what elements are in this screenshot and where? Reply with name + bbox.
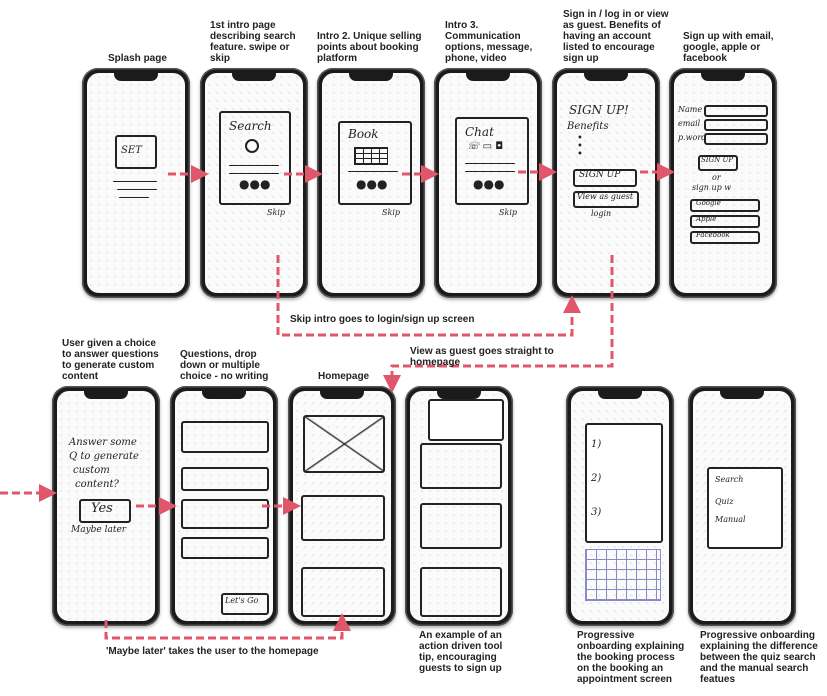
phone-intro1: Search ●●● Skip bbox=[200, 68, 308, 298]
sketch-step-3: 3) bbox=[591, 507, 602, 518]
sketch-skip: Skip bbox=[267, 208, 286, 217]
chat-phone-video-icons: ☏ ▭ ◘ bbox=[467, 141, 504, 152]
sketch-signup-button: SIGN UP bbox=[701, 156, 734, 164]
sketch-lets-go: Let's Go bbox=[225, 596, 259, 605]
phone-splash: SET bbox=[82, 68, 190, 298]
label-tooltip: An example of an action driven tool tip,… bbox=[419, 630, 503, 674]
phone-custom-content: Answer some Q to generate custom content… bbox=[52, 386, 160, 626]
sketch-skip: Skip bbox=[382, 208, 401, 217]
label-questions: Questions, drop down or multiple choice … bbox=[180, 349, 269, 382]
phone-questions: Let's Go bbox=[170, 386, 278, 626]
label-splash: Splash page bbox=[108, 53, 167, 64]
sketch-apple: Apple bbox=[696, 215, 717, 223]
sketch-google: Google bbox=[696, 199, 721, 207]
label-guest: View as guest goes straight to homepage bbox=[410, 346, 554, 368]
calendar-icon bbox=[354, 147, 388, 165]
label-intro2: Intro 2. Unique selling points about boo… bbox=[317, 31, 422, 64]
sketch-q-to-generate: Q to generate bbox=[69, 451, 139, 462]
phone-signin: SIGN UP! Benefits ••• SIGN UP View as gu… bbox=[552, 68, 660, 298]
label-signin: Sign in / log in or view as guest. Benef… bbox=[563, 9, 669, 64]
label-intro1: 1st intro page describing search feature… bbox=[210, 20, 296, 64]
label-homepage: Homepage bbox=[318, 371, 370, 382]
sketch-or: or bbox=[712, 173, 721, 182]
label-user-choice: User given a choice to answer questions … bbox=[62, 338, 159, 382]
label-intro3: Intro 3. Communication options, message,… bbox=[445, 20, 533, 64]
sketch-signup-with: sign up w bbox=[692, 183, 732, 192]
sketch-view-as-guest: View as guest bbox=[577, 192, 634, 201]
sketch-set: SET bbox=[121, 145, 142, 156]
phone-tooltip bbox=[405, 386, 513, 626]
label-signup: Sign up with email, google, apple or fac… bbox=[683, 31, 774, 64]
sketch-name: Name bbox=[678, 105, 703, 114]
sketch-step-2: 2) bbox=[591, 473, 602, 484]
sketch-answer: Answer some bbox=[69, 437, 137, 448]
sketch-step-1: 1) bbox=[591, 439, 602, 450]
sketch-login: login bbox=[591, 209, 612, 218]
sketch-maybe-later: Maybe later bbox=[71, 525, 127, 535]
phone-intro2: Book ●●● Skip bbox=[317, 68, 425, 298]
phone-booking-onboarding: 1) 2) 3) bbox=[566, 386, 674, 626]
sketch-signup-title: SIGN UP! bbox=[569, 103, 629, 117]
label-prog-booking: Progressive onboarding explaining the bo… bbox=[577, 630, 685, 685]
label-skip-intro: Skip intro goes to login/sign up screen bbox=[290, 314, 475, 325]
sketch-skip: Skip bbox=[499, 208, 518, 217]
sketch-content: content? bbox=[75, 479, 119, 490]
sketch-email: email bbox=[678, 119, 701, 128]
sketch-book: Book bbox=[348, 127, 379, 141]
sketch-manual: Manual bbox=[715, 515, 746, 524]
sketch-benefits: Benefits bbox=[567, 121, 609, 132]
search-icon bbox=[245, 139, 259, 153]
sketch-yes: Yes bbox=[91, 501, 113, 516]
sketch-search: Search bbox=[229, 119, 272, 133]
sketch-quiz: Quiz bbox=[715, 497, 734, 506]
phone-search-onboarding: Search Quiz Manual bbox=[688, 386, 796, 626]
sketch-pword: p.word bbox=[678, 133, 707, 142]
phone-homepage bbox=[288, 386, 396, 626]
phone-intro3: Chat ☏ ▭ ◘ ●●● Skip bbox=[434, 68, 542, 298]
sketch-chat: Chat bbox=[465, 125, 494, 139]
sketch-custom: custom bbox=[73, 465, 110, 476]
phone-signup: Name email p.word SIGN UP or sign up w G… bbox=[669, 68, 777, 298]
label-maybe-later: 'Maybe later' takes the user to the home… bbox=[106, 646, 319, 657]
label-prog-search: Progressive onboarding explaining the di… bbox=[700, 630, 818, 685]
sketch-facebook: Facebook bbox=[696, 231, 730, 239]
sketch-search: Search bbox=[715, 475, 744, 484]
sketch-signup-button: SIGN UP bbox=[579, 170, 621, 180]
